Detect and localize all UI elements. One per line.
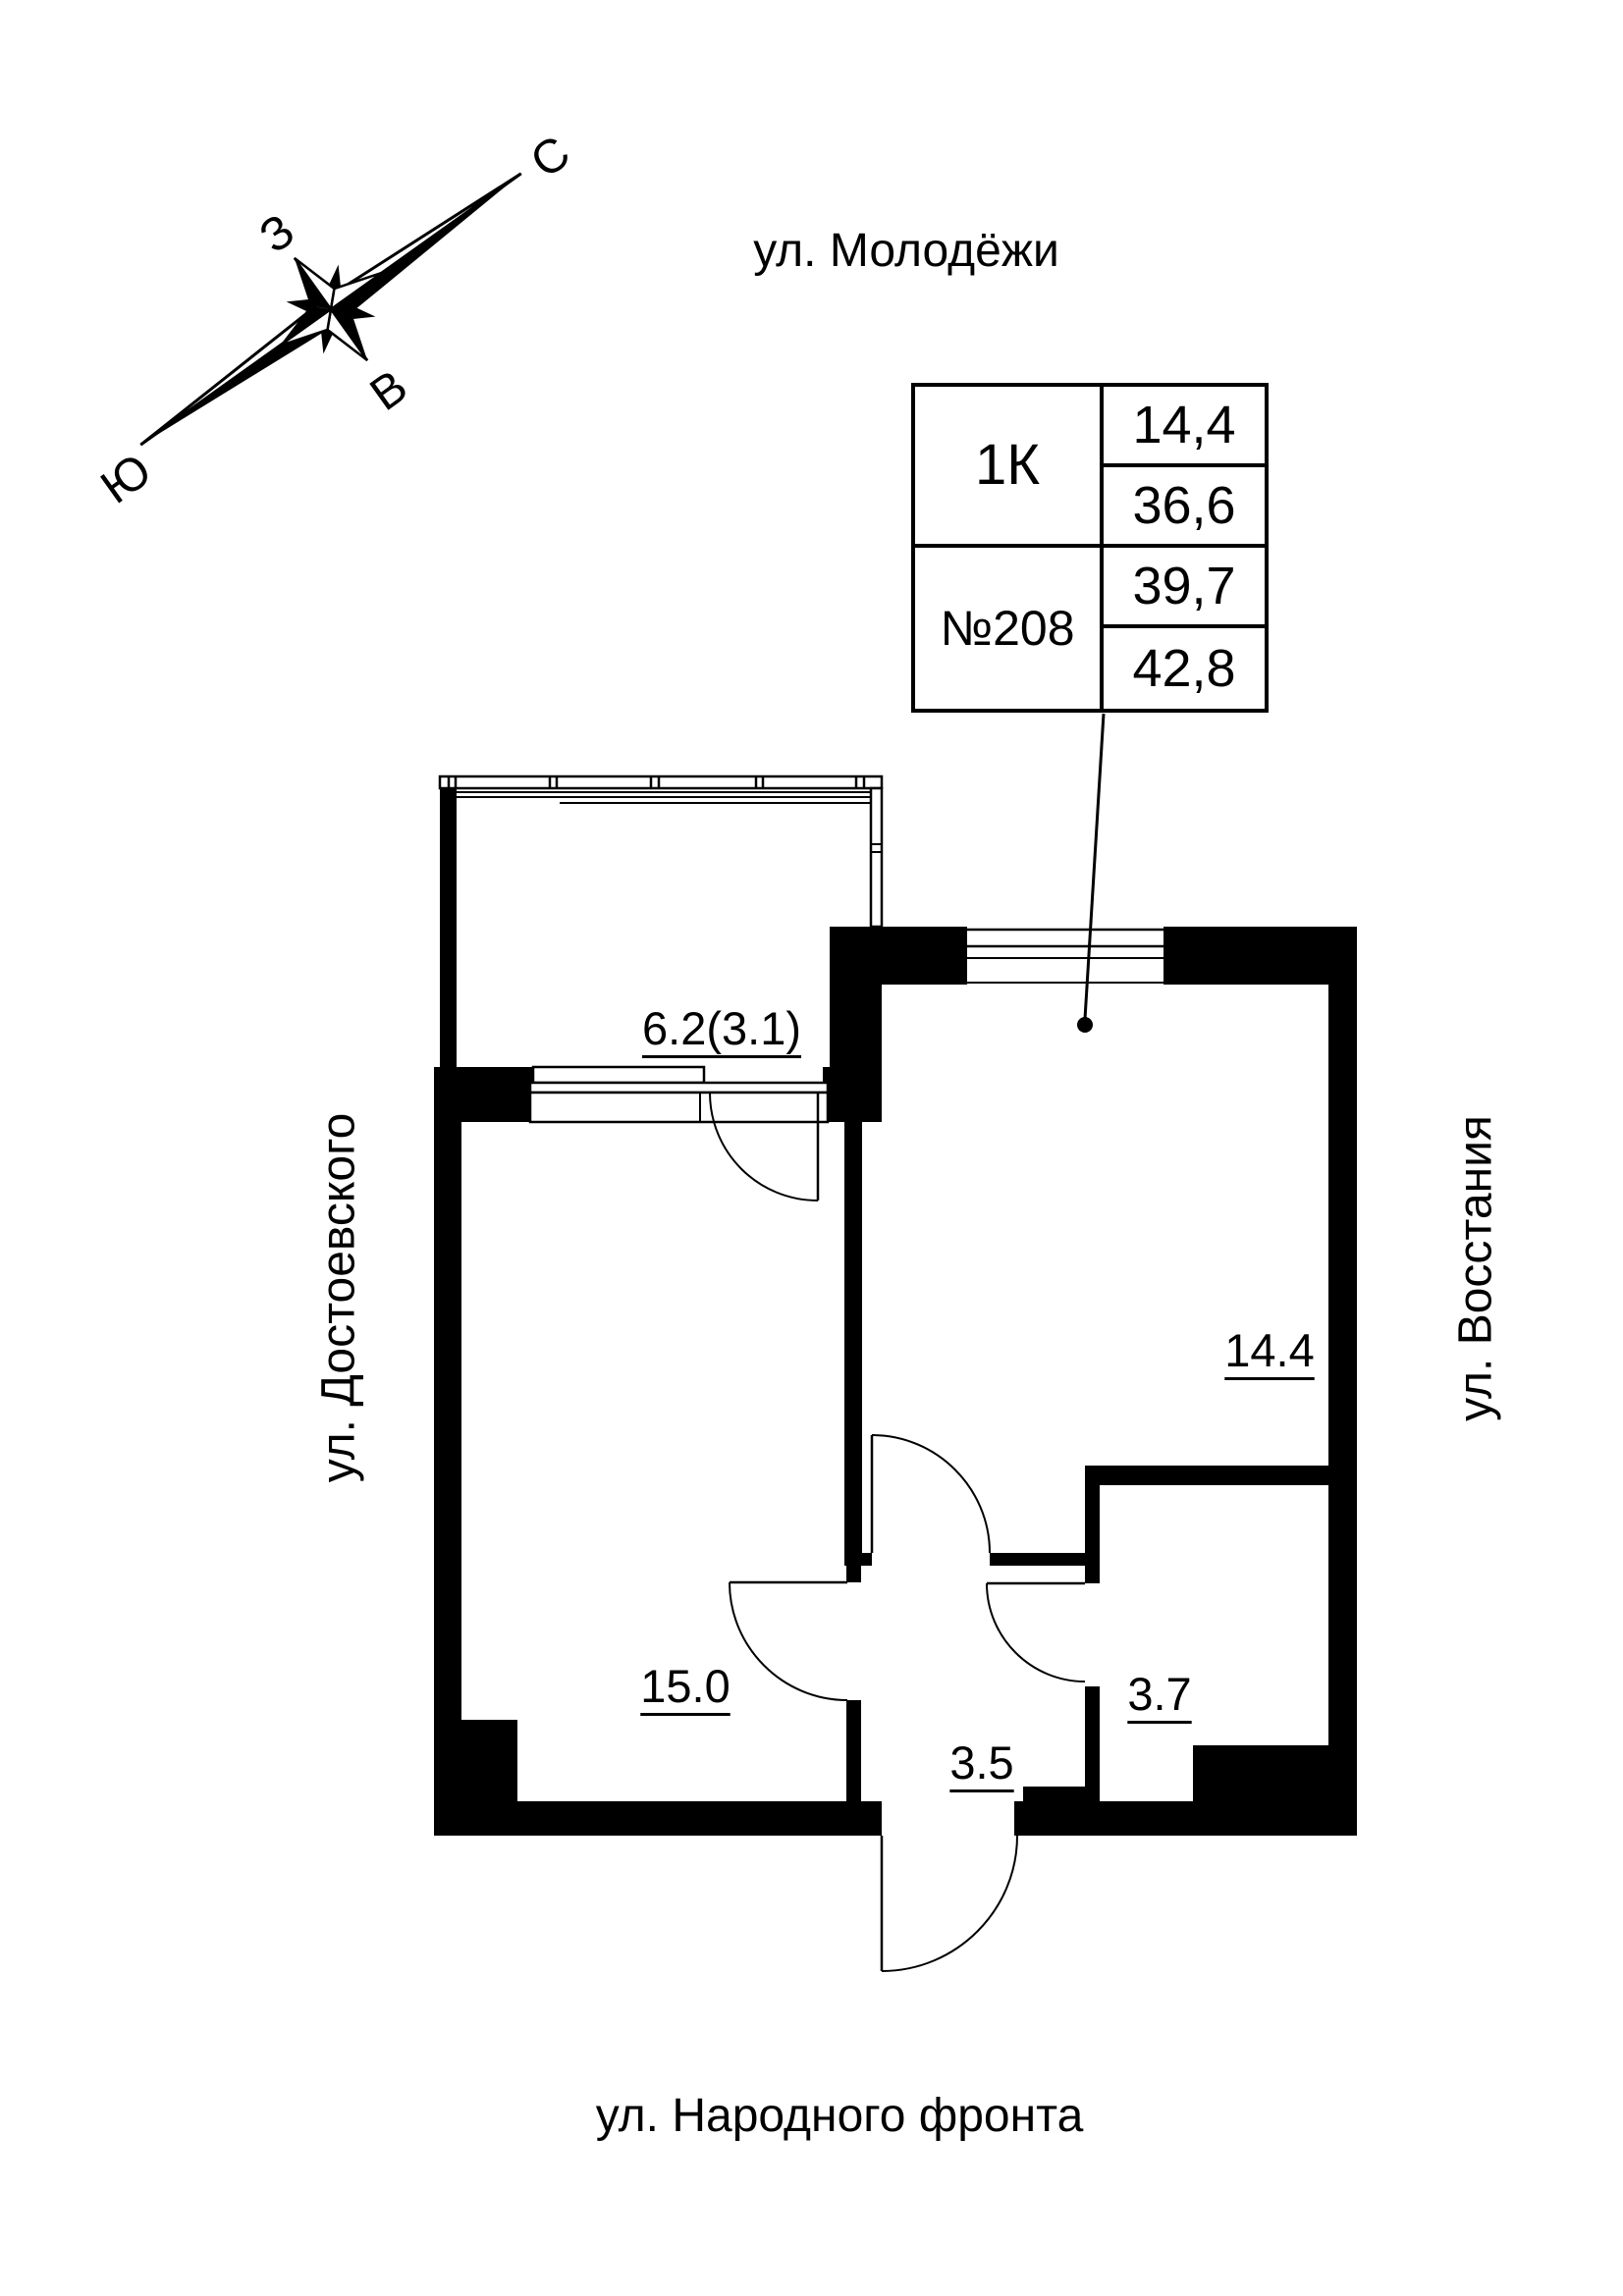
bathroom-door <box>986 1581 1086 1682</box>
compass-main-star <box>279 256 383 362</box>
living-room-door-arc <box>871 1434 991 1554</box>
loggia-door <box>709 1092 820 1201</box>
wall-right <box>1328 927 1357 1836</box>
room-label-loggia: 6.2(3.1) <box>642 1002 801 1054</box>
street-label-right: ул. Восстания <box>1449 1115 1502 1421</box>
area-living-cell: 14,4 <box>1104 387 1265 467</box>
wall-hall-top <box>990 1553 1093 1566</box>
wall-bath-foot <box>1023 1787 1100 1801</box>
wall-bath-left-upper <box>1085 1485 1100 1583</box>
wall-top-right <box>1163 927 1357 985</box>
street-label-left: ул. Достоевского <box>312 1112 365 1483</box>
wall-bottom-right <box>1014 1801 1357 1836</box>
loggia-glazing-mullions <box>447 776 866 788</box>
compass-letter-north: С <box>521 127 579 188</box>
wall-bottom-left <box>434 1801 882 1836</box>
wall-bath-left-lower <box>1085 1686 1100 1801</box>
room-label-living-room: 14.4 <box>1224 1324 1315 1376</box>
wall-a-stub <box>844 1553 872 1566</box>
unit-info-table: 1К №208 14,4 36,6 39,7 42,8 <box>911 383 1269 713</box>
wall-kitchen-lower <box>846 1700 861 1801</box>
living-room-window <box>958 928 1171 984</box>
wall-left <box>434 1067 461 1836</box>
compass-rose: С Ю З В <box>92 127 580 514</box>
wall-a-mid <box>844 1122 862 1553</box>
leader-line <box>1083 713 1106 1020</box>
bathroom-door-arc <box>986 1582 1086 1682</box>
unit-number-cell: №208 <box>915 548 1104 709</box>
wall-sill-block-left <box>457 1067 533 1122</box>
loggia-window <box>531 1065 706 1085</box>
loggia-door-arc <box>709 1092 819 1201</box>
unit-leader <box>1077 713 1106 1033</box>
walls <box>434 788 1357 1836</box>
loggia-glazing-top-band <box>438 774 884 790</box>
area-no-summer-cell: 36,6 <box>1104 467 1265 548</box>
kitchen-door <box>729 1580 848 1701</box>
entrance-door-arc <box>881 1835 1018 1972</box>
wall-kitchen-door-jamb <box>846 1566 861 1582</box>
loggia-glazing-inner-lines <box>457 791 871 804</box>
doors <box>709 1092 1086 1972</box>
entrance-door <box>880 1835 1018 1972</box>
wall-sill-block-right <box>823 1067 882 1122</box>
loggia-glazing-right-band <box>869 786 884 929</box>
area-total-cell: 42,8 <box>1132 639 1236 698</box>
room-label-bathroom: 3.7 <box>1127 1668 1192 1720</box>
compass-letter-west: З <box>250 204 303 263</box>
compass-letter-south: Ю <box>92 444 161 513</box>
room-label-kitchen: 15.0 <box>640 1660 730 1712</box>
street-label-top: ул. Молодёжи <box>753 225 1059 277</box>
wall-top-left <box>830 927 967 985</box>
pilaster-bottom-right <box>1193 1745 1328 1801</box>
wall-balcony-left <box>440 788 457 1067</box>
loggia-glazing <box>438 774 884 929</box>
compass-letter-east: В <box>361 360 417 421</box>
loggia-window-sill <box>528 1065 830 1124</box>
living-room-door <box>870 1434 991 1554</box>
kitchen-door-arc <box>729 1581 848 1701</box>
loggia-sill-band-1 <box>528 1081 830 1095</box>
wall-bath-top <box>1085 1466 1328 1485</box>
loggia-sill-band-2 <box>528 1091 830 1124</box>
pilaster-bottom-left <box>434 1720 517 1801</box>
loggia-glazing-right-ticks <box>871 843 882 853</box>
street-label-bottom: ул. Народного фронта <box>595 2090 1084 2142</box>
leader-dot <box>1077 1017 1093 1033</box>
wall-a-upper <box>830 985 882 1069</box>
room-label-hallway: 3.5 <box>949 1736 1014 1789</box>
unit-type-cell: 1К <box>915 387 1104 548</box>
area-reduced-cell: 39,7 <box>1104 548 1265 628</box>
